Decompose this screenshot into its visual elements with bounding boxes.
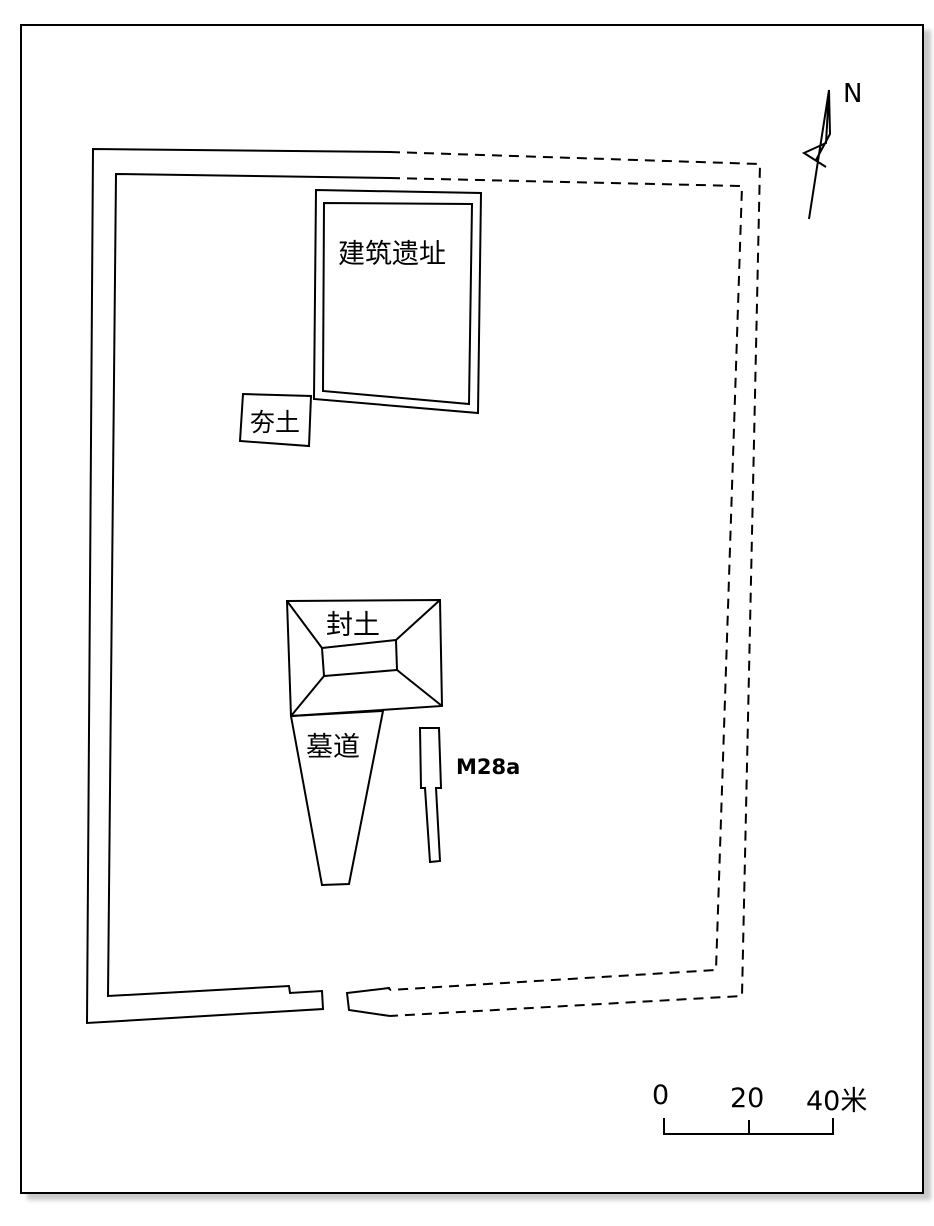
building-inner xyxy=(321,201,474,406)
mound-top xyxy=(320,638,399,678)
scale-tick-40: 40米 xyxy=(806,1086,867,1117)
scale-tick-20: 20 xyxy=(730,1083,764,1114)
scale-tick-0: 0 xyxy=(652,1080,669,1111)
north-arrow-icon xyxy=(801,89,832,220)
tomb-passage xyxy=(289,709,385,887)
building-outer xyxy=(312,188,483,415)
outer-wall-solid xyxy=(85,147,391,1025)
building-label: 建筑遗址 xyxy=(338,239,446,270)
tomb-m28a-label: M28a xyxy=(456,755,520,779)
rammed-earth-box xyxy=(238,392,313,448)
rammed-earth-label: 夯土 xyxy=(250,408,300,437)
tomb-m28a-shape xyxy=(418,727,443,864)
inner-wall-dashed xyxy=(389,177,744,991)
outer-wall-gate-east xyxy=(345,986,391,1017)
mound-edges xyxy=(286,599,443,717)
outer-wall-dashed xyxy=(389,151,762,1017)
passage-label: 墓道 xyxy=(306,732,360,763)
mound-label: 封土 xyxy=(326,610,380,641)
scale-bar xyxy=(663,1118,834,1135)
north-label: N xyxy=(843,79,862,109)
